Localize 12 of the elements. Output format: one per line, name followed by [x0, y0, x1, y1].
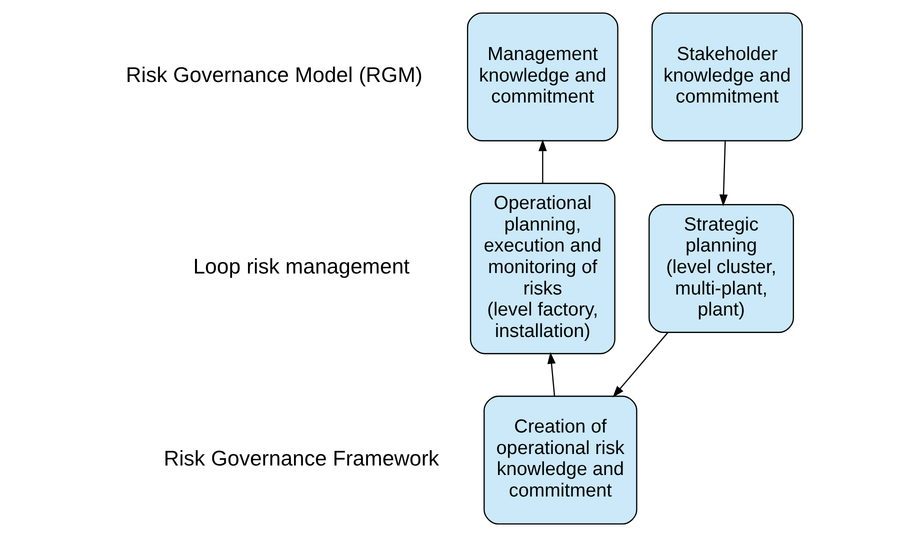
node-box: Operational planning, execution and monitoring of risks (level factory, installation) [470, 182, 616, 354]
node-box: Management knowledge and commitment [466, 12, 618, 142]
arrow [719, 141, 728, 206]
node-box: Strategic planning (level cluster, multi-plant, plant) [648, 204, 794, 333]
arrow [538, 139, 547, 184]
arrow [612, 332, 668, 398]
node-box: Stakeholder knowledge and commitment [651, 12, 803, 142]
label: Loop risk management [193, 254, 410, 279]
label: Risk Governance Framework [164, 446, 440, 470]
node-box: Creation of operational risk knowledge and commitment [484, 396, 638, 525]
arrow [547, 352, 556, 396]
label: Risk Governance Model (RGM) [126, 63, 423, 88]
